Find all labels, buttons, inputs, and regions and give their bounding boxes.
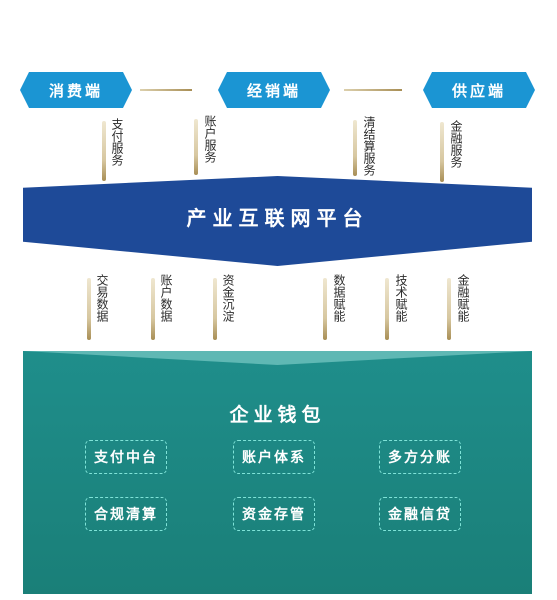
- module-account-system: 账户体系: [233, 440, 315, 474]
- module-label: 多方分账: [388, 450, 452, 466]
- output-label-data-enable: 数据赋能: [332, 274, 346, 322]
- output-label-tech-enable: 技术赋能: [394, 274, 408, 322]
- connector-distributor-supplier: [344, 89, 402, 91]
- terminal-consumer-label: 消费端: [48, 81, 103, 100]
- service-label-payment: 支付服务: [110, 118, 124, 166]
- module-split-account: 多方分账: [379, 440, 461, 474]
- output-post: [87, 278, 91, 340]
- module-label: 金融信贷: [388, 507, 452, 523]
- module-payment-center: 支付中台: [85, 440, 167, 474]
- service-label-account: 账户服务: [203, 115, 217, 163]
- module-compliance-clearing: 合规清算: [85, 497, 167, 531]
- service-post: [102, 121, 106, 181]
- output-label-finance-enable: 金融赋能: [456, 274, 470, 322]
- module-label: 支付中台: [94, 450, 158, 466]
- service-label-clearing: 清结算服务: [362, 116, 376, 176]
- terminal-consumer: 消费端: [20, 72, 132, 108]
- service-label-finance: 金融服务: [449, 120, 463, 168]
- wallet-title: 企业钱包: [229, 404, 326, 426]
- output-label-fund-deposit: 资金沉淀: [221, 274, 235, 322]
- output-label-account-data: 账户数据: [159, 274, 173, 322]
- terminal-distributor-label: 经销端: [246, 81, 301, 100]
- terminal-supplier-label: 供应端: [451, 81, 506, 100]
- terminal-supplier: 供应端: [423, 72, 535, 108]
- wallet-panel: [23, 351, 532, 594]
- module-fund-custody: 资金存管: [233, 497, 315, 531]
- output-label-trade-data: 交易数据: [95, 274, 109, 322]
- output-post: [213, 278, 217, 340]
- service-post: [194, 119, 198, 175]
- service-post: [440, 122, 444, 182]
- output-post: [385, 278, 389, 340]
- output-post: [323, 278, 327, 340]
- module-label: 合规清算: [94, 507, 158, 523]
- output-post: [151, 278, 155, 340]
- output-post: [447, 278, 451, 340]
- service-post: [353, 120, 357, 176]
- connector-consumer-distributor: [140, 89, 192, 91]
- platform-title: 产业互联网平台: [186, 206, 369, 230]
- module-label: 账户体系: [242, 450, 306, 466]
- module-label: 资金存管: [242, 507, 306, 523]
- module-financial-credit: 金融信贷: [379, 497, 461, 531]
- terminal-distributor: 经销端: [218, 72, 330, 108]
